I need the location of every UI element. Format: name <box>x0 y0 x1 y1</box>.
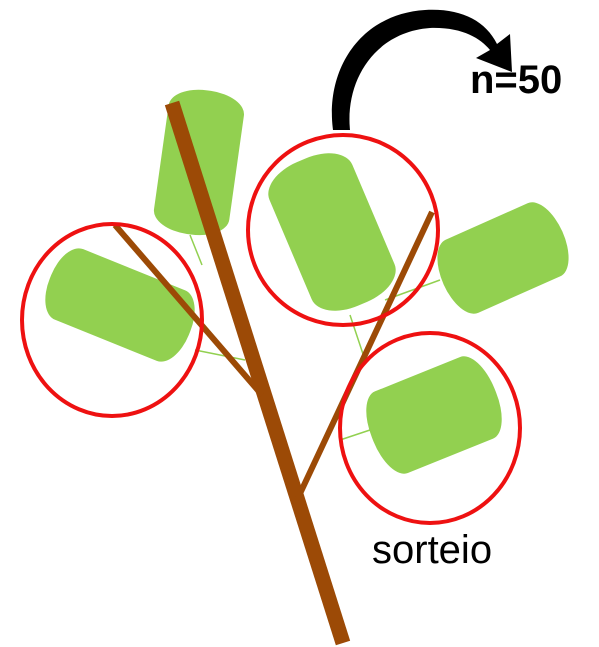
leaves <box>36 85 578 480</box>
leaf-right <box>427 195 578 321</box>
leaf-bottom <box>356 349 511 480</box>
leaf-left <box>36 242 204 369</box>
sample-size-label: n=50 <box>470 60 562 100</box>
draw-label: sorteio <box>372 530 492 570</box>
leaf-center <box>260 143 404 322</box>
leaf-top <box>151 85 246 239</box>
